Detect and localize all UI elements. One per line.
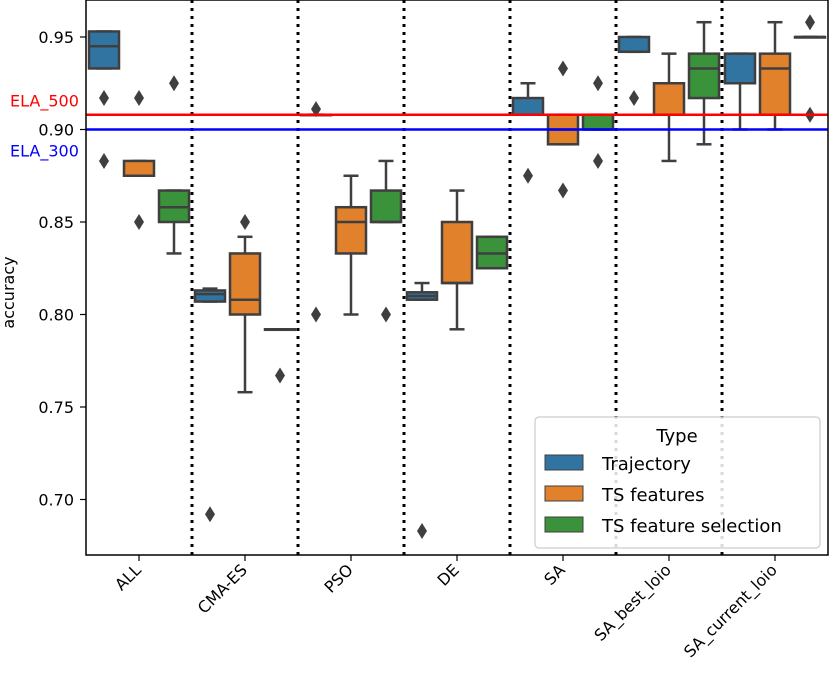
x-tick-label: CMA-ES: [194, 560, 251, 617]
legend-swatch-trajectory: [544, 454, 584, 471]
box-ts-features: [652, 82, 686, 116]
y-tick-label: 0.90: [38, 121, 74, 140]
outlier-point: [99, 90, 109, 107]
box-ts-feature-selection: [369, 189, 403, 224]
legend-entry-ts-feature-selection: TS feature selection: [601, 516, 782, 537]
outlier-point: [99, 152, 109, 169]
box-ts-features: [122, 159, 156, 177]
box-trajectory: [511, 96, 545, 116]
box-ts-features: [334, 205, 368, 255]
box-trajectory: [723, 52, 757, 85]
y-tick-label: 0.85: [38, 213, 74, 232]
box-ts-feature-selection: [581, 113, 615, 131]
legend-swatch-ts-feature-selection: [544, 516, 584, 533]
plot-area: [80, 0, 829, 561]
x-tick-label: SA_best_loio: [590, 560, 675, 645]
outlier-point: [805, 14, 815, 31]
outlier-point: [134, 90, 144, 107]
x-tick-label: PSO: [320, 560, 356, 596]
reference-label-ela_500: ELA_500: [10, 92, 79, 112]
outlier-point: [240, 214, 250, 230]
legend-box: [534, 416, 821, 549]
outlier-point: [311, 306, 321, 323]
x-tick-label: SA: [540, 560, 569, 589]
box-trajectory: [87, 30, 121, 70]
outlier-point: [523, 167, 533, 184]
y-tick-label: 0.95: [38, 28, 74, 47]
outlier-point: [629, 90, 639, 107]
reference-label-ela_300: ELA_300: [10, 142, 79, 162]
box-ts-features: [228, 252, 262, 316]
outlier-point: [558, 60, 568, 77]
outlier-point: [593, 152, 603, 169]
box-ts-features: [758, 52, 792, 116]
box-trajectory: [193, 289, 227, 303]
x-tick-label: DE: [434, 560, 463, 589]
box-trajectory: [617, 35, 651, 54]
outlier-point: [205, 506, 215, 523]
y-axis-title-group: accuracy: [0, 256, 18, 328]
outlier-point: [417, 522, 427, 539]
legend-swatch-ts-features: [544, 485, 584, 502]
outlier-point: [134, 214, 144, 230]
y-tick-label: 0.75: [38, 398, 74, 417]
outlier-point: [593, 75, 603, 92]
y-axis-title: accuracy: [0, 256, 18, 328]
legend-entry-ts-features: TS features: [601, 485, 705, 506]
outlier-point: [275, 367, 285, 384]
y-tick-label: 0.80: [38, 306, 74, 325]
box-ts-features: [440, 220, 474, 285]
y-tick-label: 0.70: [38, 491, 74, 510]
legend-title: Type: [655, 426, 697, 447]
outlier-point: [169, 75, 179, 92]
outlier-point: [381, 306, 391, 323]
outlier-point: [558, 182, 568, 199]
x-tick-label: SA_current_loio: [680, 560, 782, 662]
x-tick-label: ALL: [111, 560, 145, 594]
legend-entry-trajectory: Trajectory: [601, 454, 691, 475]
box-ts-feature-selection: [687, 52, 721, 100]
outlier-point: [311, 101, 321, 118]
